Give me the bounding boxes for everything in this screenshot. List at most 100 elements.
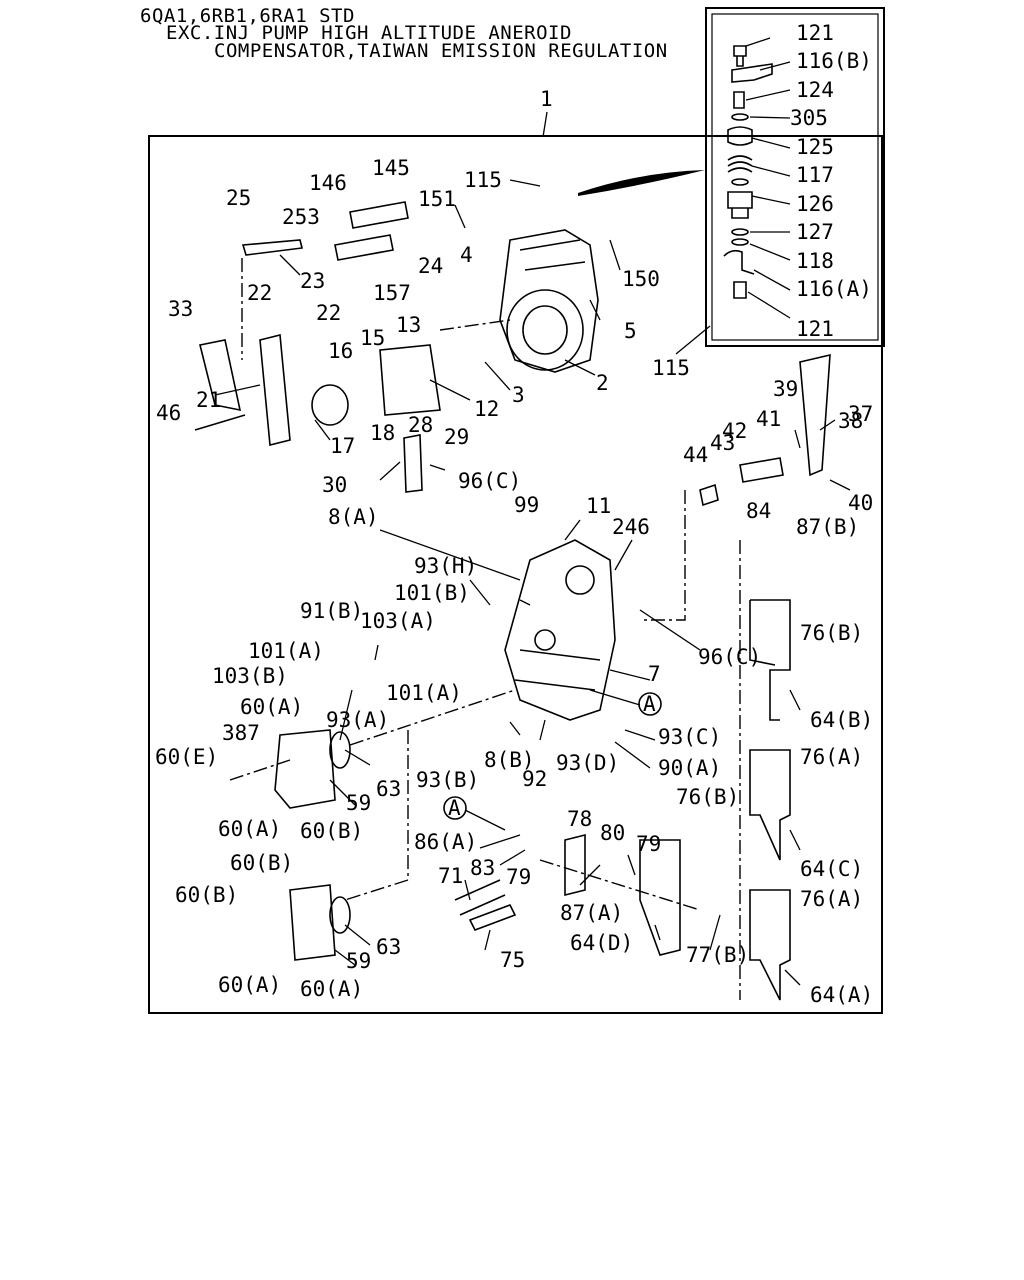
label-121-bottom: 121 [796, 317, 834, 341]
label-15: 15 [360, 326, 385, 350]
label-305: 305 [790, 106, 828, 130]
label-90a: 90(A) [658, 756, 721, 780]
label-151: 151 [418, 187, 456, 211]
label-71: 71 [438, 864, 463, 888]
leader-inset-115 [675, 325, 711, 355]
label-44: 44 [683, 443, 708, 467]
label-5: 5 [624, 319, 637, 343]
parts-cluster-lower-left [274, 729, 681, 961]
label-387: 387 [222, 721, 260, 745]
label-7: 7 [648, 662, 661, 686]
label-24: 24 [418, 254, 443, 278]
ref-circle-a-1 [638, 692, 662, 716]
label-78: 78 [567, 807, 592, 831]
label-118: 118 [796, 249, 834, 273]
label-38: 38 [838, 409, 863, 433]
label-91b: 91(B) [300, 599, 363, 623]
label-124: 124 [796, 78, 834, 102]
label-60b-3: 60(B) [175, 883, 238, 907]
label-a-upper: A [643, 692, 656, 716]
ref-circle-a-2 [443, 796, 467, 820]
label-121-top: 121 [796, 21, 834, 45]
label-33: 33 [168, 297, 193, 321]
label-17: 17 [330, 434, 355, 458]
leader-assembly-1 [542, 111, 548, 138]
label-assembly-1: 1 [540, 87, 553, 111]
label-157: 157 [373, 281, 411, 305]
label-64b: 64(B) [810, 708, 873, 732]
label-146: 146 [309, 171, 347, 195]
label-127: 127 [796, 220, 834, 244]
label-76b-middle: 76(B) [676, 785, 739, 809]
label-101b: 101(B) [394, 581, 470, 605]
label-96c-right: 96(C) [698, 645, 761, 669]
label-125: 125 [796, 135, 834, 159]
main-frame [148, 135, 883, 1014]
label-60a-1: 60(A) [240, 695, 303, 719]
label-41: 41 [756, 407, 781, 431]
label-28: 28 [408, 413, 433, 437]
label-75: 75 [500, 948, 525, 972]
label-12: 12 [474, 397, 499, 421]
callout-labels: 1 121 116(B) 124 305 125 117 126 127 118… [155, 21, 873, 1007]
label-64a: 64(A) [810, 983, 873, 1007]
label-21: 21 [196, 388, 221, 412]
label-116b-inset: 116(B) [796, 49, 872, 73]
label-253: 253 [282, 205, 320, 229]
label-60e: 60(E) [155, 745, 218, 769]
label-246: 246 [612, 515, 650, 539]
label-103b: 103(B) [212, 664, 288, 688]
label-11: 11 [586, 494, 611, 518]
label-60b-1: 60(B) [300, 819, 363, 843]
label-99: 99 [514, 493, 539, 517]
label-76a-middle: 76(A) [800, 745, 863, 769]
label-86a: 86(A) [414, 830, 477, 854]
label-25: 25 [226, 186, 251, 210]
label-80: 80 [600, 821, 625, 845]
label-93c: 93(C) [658, 725, 721, 749]
label-3: 3 [512, 383, 525, 407]
label-60a-4: 60(A) [300, 977, 363, 1001]
governor-housing-5 [499, 229, 599, 373]
label-a-lower: A [448, 796, 461, 820]
label-42: 42 [722, 419, 747, 443]
inset-frame-115 [705, 7, 885, 347]
label-8a: 8(A) [328, 505, 379, 529]
label-87b: 87(B) [796, 515, 859, 539]
label-29: 29 [444, 425, 469, 449]
label-83: 83 [470, 856, 495, 880]
header-line-2: EXC.INJ PUMP HIGH ALTITUDE ANEROID [166, 22, 572, 44]
label-150: 150 [622, 267, 660, 291]
label-115-body: 115 [464, 168, 502, 192]
label-60b-2: 60(B) [230, 851, 293, 875]
label-22-left: 22 [247, 281, 272, 305]
label-16: 16 [328, 339, 353, 363]
label-64c: 64(C) [800, 857, 863, 881]
label-101a-left: 101(A) [248, 639, 324, 663]
label-59-upper: 59 [346, 791, 371, 815]
label-76b-top: 76(B) [800, 621, 863, 645]
label-93a: 93(A) [326, 708, 389, 732]
label-93d: 93(D) [556, 751, 619, 775]
label-117: 117 [796, 163, 834, 187]
label-23: 23 [300, 269, 325, 293]
label-64d: 64(D) [570, 931, 633, 955]
inset-parts [723, 45, 773, 299]
label-40: 40 [848, 491, 873, 515]
header-line-1: 6QA1,6RB1,6RA1 STD [140, 5, 355, 27]
label-84: 84 [746, 499, 771, 523]
leader-lines [214, 37, 851, 986]
header-line-3: COMPENSATOR,TAIWAN EMISSION REGULATION [214, 40, 668, 62]
inset-pointer-arrow [578, 170, 705, 196]
label-30: 30 [322, 473, 347, 497]
label-60a-2: 60(A) [218, 817, 281, 841]
label-77b: 77(B) [686, 943, 749, 967]
label-87a: 87(A) [560, 901, 623, 925]
label-63-lower: 63 [376, 935, 401, 959]
label-79-right: 79 [636, 832, 661, 856]
label-79-left: 79 [506, 865, 531, 889]
label-43: 43 [710, 431, 735, 455]
label-8b: 8(B) [484, 748, 535, 772]
alignment-lines [229, 258, 741, 1000]
